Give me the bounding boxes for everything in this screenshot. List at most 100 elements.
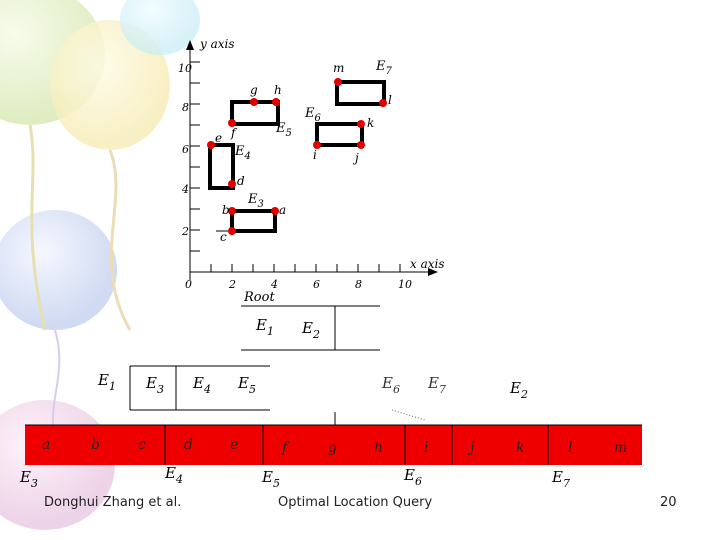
root-node: E1 E2 bbox=[241, 305, 380, 351]
node-e2-entry-e6: E6 bbox=[381, 374, 400, 396]
label-h: h bbox=[274, 83, 282, 97]
spatial-plot: y axis x axis 10 8 6 4 2 bbox=[178, 37, 445, 291]
leaf-entry-f: f bbox=[281, 440, 290, 456]
leaf-label-e7: E7 bbox=[551, 468, 570, 490]
x-axis-label: x axis bbox=[410, 257, 445, 271]
node-e1-entry-e3: E3 bbox=[145, 374, 164, 396]
leaf-label-e3: E3 bbox=[19, 468, 38, 490]
leaf-entry-l: l bbox=[568, 440, 572, 456]
balloon-string bbox=[108, 149, 132, 331]
x-ticks bbox=[210, 264, 401, 272]
node-e1-entry-e5: E5 bbox=[237, 374, 256, 396]
root-label: Root bbox=[243, 290, 275, 305]
mbr-labels: E7 E6 E5 E4 E3 bbox=[234, 59, 393, 210]
node-e2-label: E2 bbox=[509, 379, 528, 401]
point-b bbox=[228, 207, 236, 215]
balloon-blue bbox=[0, 210, 117, 330]
point-c bbox=[228, 227, 236, 235]
point-labels: a b c d e f g h i j k l m bbox=[215, 61, 392, 244]
y-tick-label-4: 4 bbox=[181, 183, 189, 196]
label-k: k bbox=[367, 116, 374, 130]
balloon-cyan bbox=[120, 0, 200, 55]
y-axis-arrow bbox=[186, 40, 194, 50]
point-i bbox=[313, 141, 321, 149]
leaf-label-e6: E6 bbox=[403, 466, 422, 488]
label-d: d bbox=[237, 174, 245, 188]
leaf-entry-k: k bbox=[516, 440, 524, 456]
leaf-entry-b: b bbox=[91, 437, 100, 453]
balloon-string bbox=[28, 124, 47, 331]
point-f bbox=[228, 119, 236, 127]
leaf-label-e4: E4 bbox=[164, 464, 183, 486]
label-f: f bbox=[230, 126, 238, 140]
leaf-label-e5: E5 bbox=[261, 468, 280, 490]
point-j bbox=[357, 141, 365, 149]
leaf-entry-g: g bbox=[328, 440, 337, 456]
mbr-label-e5: E5 bbox=[275, 121, 292, 139]
node-e2: E6 E7 E2 bbox=[334, 374, 528, 425]
y-tick-label-8: 8 bbox=[182, 101, 189, 114]
leaf-entry-j: j bbox=[467, 440, 475, 456]
node-e1: E1 E3 E4 E5 bbox=[97, 365, 270, 411]
node-e2-entry-e7: E7 bbox=[427, 374, 446, 396]
leaf-entry-e: e bbox=[230, 437, 238, 453]
x-tick-label-10: 10 bbox=[398, 278, 412, 291]
y-ticks bbox=[190, 61, 200, 252]
label-m: m bbox=[333, 61, 344, 75]
label-l: l bbox=[388, 93, 392, 107]
leaf-entries: a b c d e f g h i j k l m bbox=[42, 437, 627, 456]
label-c: c bbox=[220, 230, 227, 244]
footer-title: Optimal Location Query bbox=[278, 495, 433, 510]
point-m bbox=[334, 78, 342, 86]
mbr-label-e3: E3 bbox=[247, 192, 264, 210]
mbr-label-e6: E6 bbox=[304, 106, 322, 124]
y-tick-label-10: 10 bbox=[178, 62, 192, 75]
point-a bbox=[271, 207, 279, 215]
point-g bbox=[250, 98, 258, 106]
label-e: e bbox=[215, 131, 222, 145]
leaf-entry-a: a bbox=[42, 437, 50, 453]
x-tick-label-6: 6 bbox=[313, 278, 320, 291]
mbr-label-e4: E4 bbox=[234, 144, 251, 162]
point-h bbox=[272, 98, 280, 106]
leaf-bar bbox=[25, 425, 642, 465]
mbr-e6 bbox=[315, 122, 364, 147]
leaf-node-labels: E3 E4 E5 E6 E7 bbox=[19, 464, 570, 490]
point-k bbox=[357, 120, 365, 128]
footer-page-number: 20 bbox=[660, 495, 677, 510]
x-tick-label-8: 8 bbox=[355, 278, 362, 291]
x-tick-label-4: 4 bbox=[270, 278, 278, 291]
root-entry-e1: E1 bbox=[255, 316, 274, 338]
y-tick-label-2: 2 bbox=[181, 225, 189, 238]
node-e1-label: E1 bbox=[97, 371, 116, 393]
label-b: b bbox=[222, 203, 230, 217]
balloon-yellow bbox=[50, 20, 170, 150]
x-tick-label-0: 0 bbox=[185, 278, 192, 291]
point-e bbox=[207, 141, 215, 149]
leaf-entry-m: m bbox=[614, 440, 627, 456]
x-tick-label-2: 2 bbox=[228, 278, 236, 291]
label-j: j bbox=[352, 151, 359, 165]
label-i: i bbox=[313, 148, 317, 162]
x-axis-arrow bbox=[428, 268, 438, 276]
point-l bbox=[379, 99, 387, 107]
mbr-e3 bbox=[230, 209, 277, 233]
label-g: g bbox=[250, 83, 258, 97]
leaf-entry-d: d bbox=[184, 437, 193, 453]
rtree-diagram: Root E1 E2 E1 E3 E4 E5 E6 E7 E2 bbox=[19, 290, 642, 490]
mbr-label-e7: E7 bbox=[375, 59, 393, 77]
mbr-e4 bbox=[208, 143, 235, 190]
label-a: a bbox=[279, 203, 286, 217]
point-d bbox=[228, 180, 236, 188]
leaf-level bbox=[25, 424, 642, 465]
leaf-entry-h: h bbox=[374, 440, 383, 456]
y-axis-label: y axis bbox=[199, 37, 235, 51]
leaf-entry-c: c bbox=[138, 437, 146, 453]
root-entry-e2: E2 bbox=[301, 319, 320, 341]
data-points bbox=[207, 78, 387, 235]
y-tick-label-6: 6 bbox=[182, 143, 189, 156]
footer-author: Donghui Zhang et al. bbox=[44, 495, 182, 510]
leaf-entry-i: i bbox=[424, 440, 428, 456]
mbr-e7 bbox=[335, 80, 386, 106]
